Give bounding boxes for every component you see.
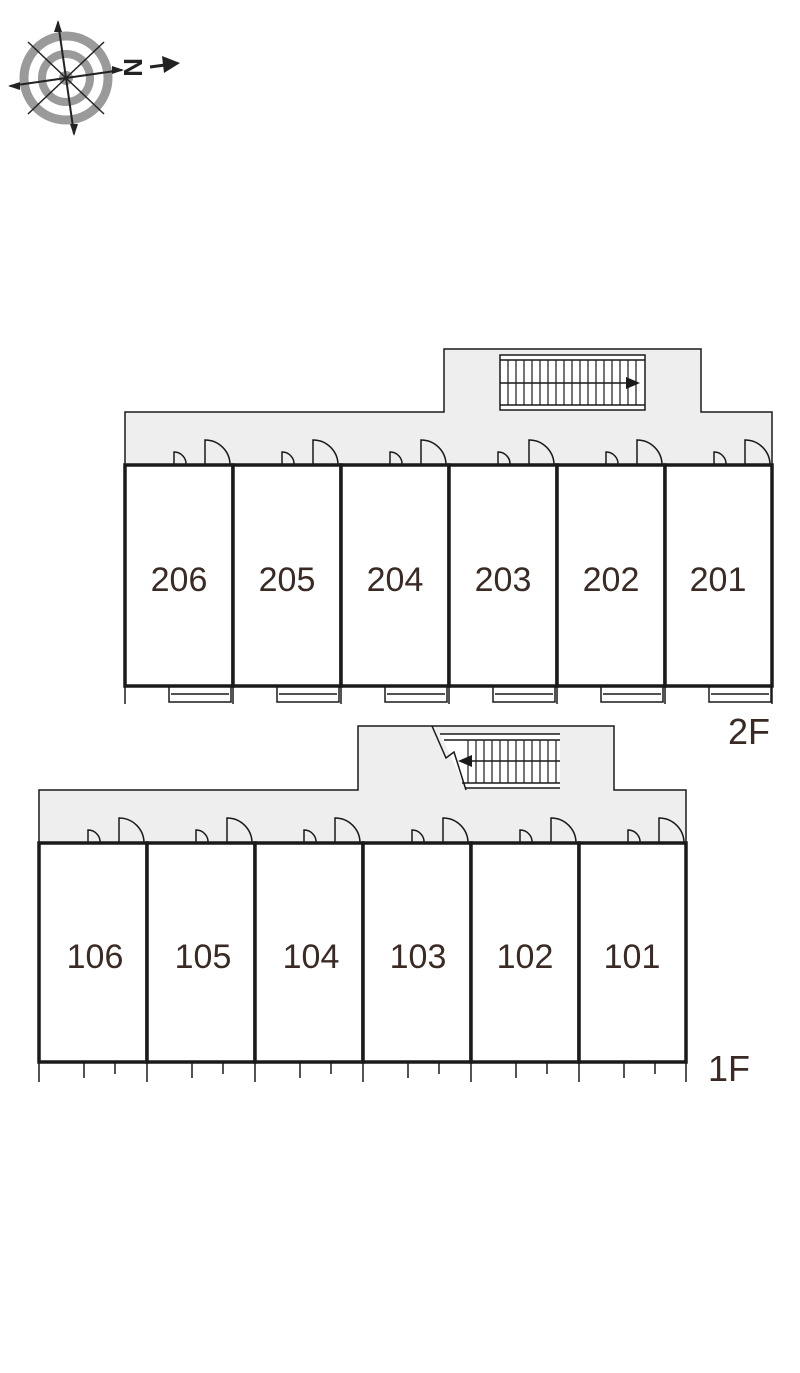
room-number: 103 [390,938,447,976]
floor-1f-terrace [38,1061,687,1082]
floor-2f-balconies [124,685,773,704]
room-101-box [577,841,688,1064]
room-203-box [447,463,559,688]
floor-label-1f: 1F [708,1048,750,1089]
room-number: 201 [690,561,747,599]
floor-1f-staircase [431,725,560,791]
room-number: 203 [475,561,532,599]
room-number: 204 [367,561,424,599]
room-number: 101 [604,938,661,976]
room-number: 104 [283,938,340,976]
floor-2f-doors [173,439,771,466]
room-202-box [555,463,667,688]
room-number: 202 [583,561,640,599]
room-number: 105 [175,938,232,976]
floor-label-2f: 2F [728,711,770,752]
room-104-box [253,841,365,1064]
floor-2f-plan: 206 205 204 203 202 201 2F [123,348,774,752]
stair-direction-arrow-icon [626,377,640,389]
room-201-box [663,463,774,688]
floor-2f-staircase [499,354,646,411]
compass-rose-icon: N [8,20,180,136]
room-number: 102 [497,938,554,976]
room-number: 206 [151,561,208,599]
stair-direction-arrow-icon [458,755,472,767]
room-number: 106 [67,938,124,976]
floor-1f-plan: 106 105 104 103 102 101 1F [37,725,750,1089]
floor-1f-doors [87,817,685,844]
room-103-box [361,841,473,1064]
room-number: 205 [259,561,316,599]
compass-north-label: N [118,58,148,77]
room-206-box [123,463,235,688]
room-204-box [339,463,451,688]
